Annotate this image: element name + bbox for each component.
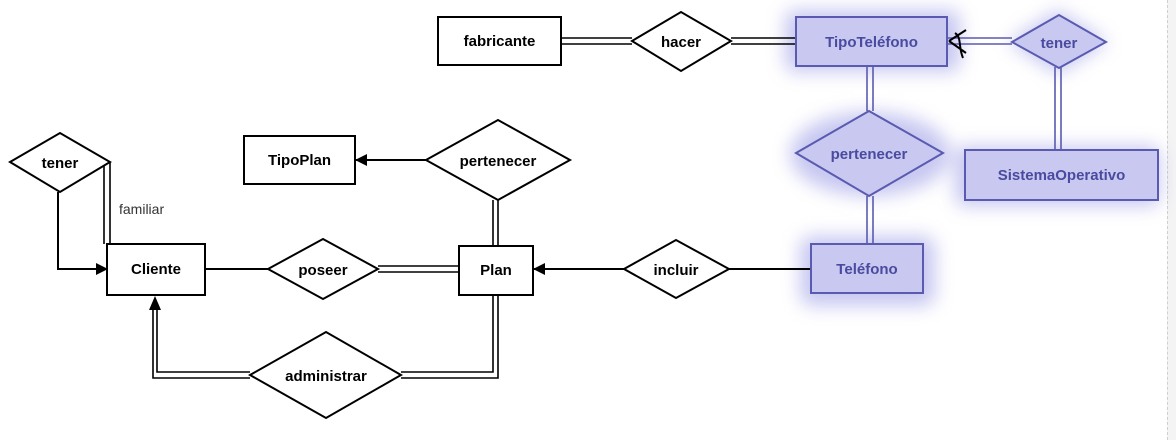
relationship-administrar-label: administrar — [285, 368, 367, 385]
entity-fabricante[interactable]: fabricante — [437, 16, 562, 66]
window-edge — [1167, 0, 1176, 440]
relationship-hacer[interactable]: hacer — [630, 10, 733, 73]
relationship-pertenecer-tipoplan-label: pertenecer — [460, 153, 537, 170]
relationship-hacer-label: hacer — [661, 34, 701, 51]
entity-tipotelefono-label: TipoTeléfono — [825, 34, 918, 51]
relationship-tener-os[interactable]: tener — [1009, 13, 1109, 70]
relationship-tener-cliente[interactable]: tener — [8, 131, 112, 194]
scribble-arrow-icon — [948, 29, 967, 59]
entity-plan-label: Plan — [480, 262, 512, 279]
entity-fabricante-label: fabricante — [464, 33, 536, 50]
entity-tipoplan[interactable]: TipoPlan — [243, 135, 356, 185]
relationship-pertenecer-tipoplan[interactable]: pertenecer — [423, 118, 573, 202]
entity-plan[interactable]: Plan — [458, 245, 534, 296]
entity-cliente[interactable]: Cliente — [106, 243, 206, 296]
edge-administrar-cliente-arrowhead — [149, 296, 161, 310]
relationship-pertenecer-tipotelefono[interactable]: pertenecer — [794, 109, 946, 198]
entity-sistemaoperativo[interactable]: SistemaOperativo — [964, 149, 1159, 201]
relationship-administrar[interactable]: administrar — [247, 330, 404, 420]
entity-cliente-label: Cliente — [131, 261, 181, 278]
relationship-poseer[interactable]: poseer — [265, 237, 381, 301]
edge-administrar-cliente-a — [156, 306, 250, 373]
annotation-familiar: familiar — [119, 201, 164, 217]
relationship-tener-cliente-label: tener — [42, 155, 79, 172]
edge-tener-cliente-arrow — [57, 192, 108, 275]
edge-administrar-plan-b — [401, 296, 499, 379]
relationship-poseer-label: poseer — [298, 262, 347, 279]
entity-tipoplan-label: TipoPlan — [268, 152, 331, 169]
relationship-tener-os-label: tener — [1041, 35, 1078, 52]
entity-sistemaoperativo-label: SistemaOperativo — [998, 167, 1126, 184]
relationship-incluir-label: incluir — [653, 262, 698, 279]
relationship-pertenecer-tipotelefono-label: pertenecer — [831, 146, 908, 163]
entity-telefono[interactable]: Teléfono — [810, 243, 924, 294]
entity-tipotelefono[interactable]: TipoTeléfono — [795, 16, 948, 67]
edge-administrar-plan-a — [401, 296, 494, 373]
entity-telefono-label: Teléfono — [836, 261, 897, 278]
relationship-incluir[interactable]: incluir — [621, 238, 732, 300]
edge-administrar-cliente-b — [152, 306, 250, 379]
